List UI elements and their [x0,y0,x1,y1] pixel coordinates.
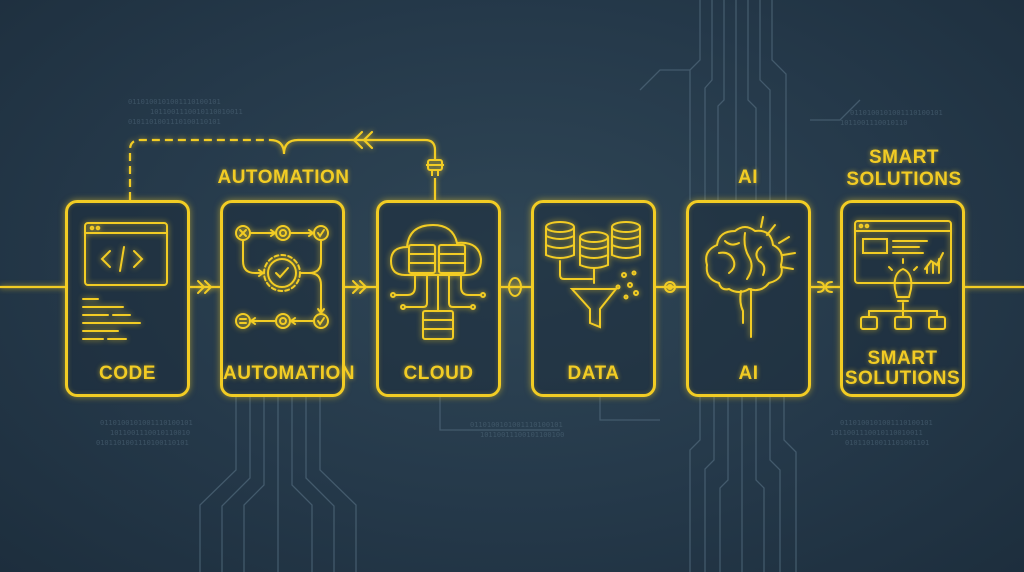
dashboard-lightbulb-icon [854,220,952,330]
svg-text:10110011100101100100: 10110011100101100100 [480,431,564,439]
svg-text:0110100101001110100101: 0110100101001110100101 [470,421,563,429]
svg-text:1011001110010110010: 1011001110010110010 [110,429,190,437]
stage-label-data: DATA [567,363,620,384]
cloud-servers-icon [389,223,486,340]
svg-text:0110100101001110100101: 0110100101001110100101 [850,109,943,117]
stage-label-ai: AI [738,363,759,384]
stage-card-cloud: CLOUD [376,200,501,397]
top-label-smart: SMART [868,147,940,168]
stage-label-cloud: CLOUD [403,363,474,384]
top-label-ai: AI [738,167,758,188]
stage-card-smart-solutions: SMART SOLUTIONS [840,200,965,397]
database-funnel-icon [545,221,641,329]
gears-workflow-icon [235,225,329,329]
top-label-automation: AUTOMATION [217,167,350,188]
svg-text:1011001110010110010011: 1011001110010110010011 [830,429,923,437]
svg-text:0101101001110100110101: 0101101001110100110101 [128,118,221,126]
svg-text:1011001110010110: 1011001110010110 [840,119,907,127]
brain-icon [705,216,796,338]
svg-text:1011001110010110010011: 1011001110010110010011 [150,108,243,116]
stage-label-smart-solutions: SMART SOLUTIONS [843,349,962,389]
stage-label-smart: SMART [867,348,938,369]
stage-card-code: CODE [65,200,190,397]
stage-card-automation: AUTOMATION [220,200,356,397]
svg-text:0101101001110100110101: 0101101001110100110101 [96,439,189,447]
svg-text:0110100101001110100101: 0110100101001110100101 [128,98,221,106]
top-label-solutions: SOLUTIONS [846,169,962,190]
stage-label-solutions: SOLUTIONS [844,368,961,389]
stage-label-code: CODE [99,363,156,384]
svg-text:0110100101001110100101: 0110100101001110100101 [100,419,193,427]
stage-card-ai: AI [686,200,811,397]
stage-label-automation: AUTOMATION [223,363,356,384]
top-label-smart-solutions: SMART SOLUTIONS [830,147,978,191]
svg-text:01011010011101001101: 01011010011101001101 [845,439,929,447]
stage-card-data: DATA [531,200,656,397]
code-window-icon [82,222,168,340]
svg-text:0110100101001110100101: 0110100101001110100101 [840,419,933,427]
